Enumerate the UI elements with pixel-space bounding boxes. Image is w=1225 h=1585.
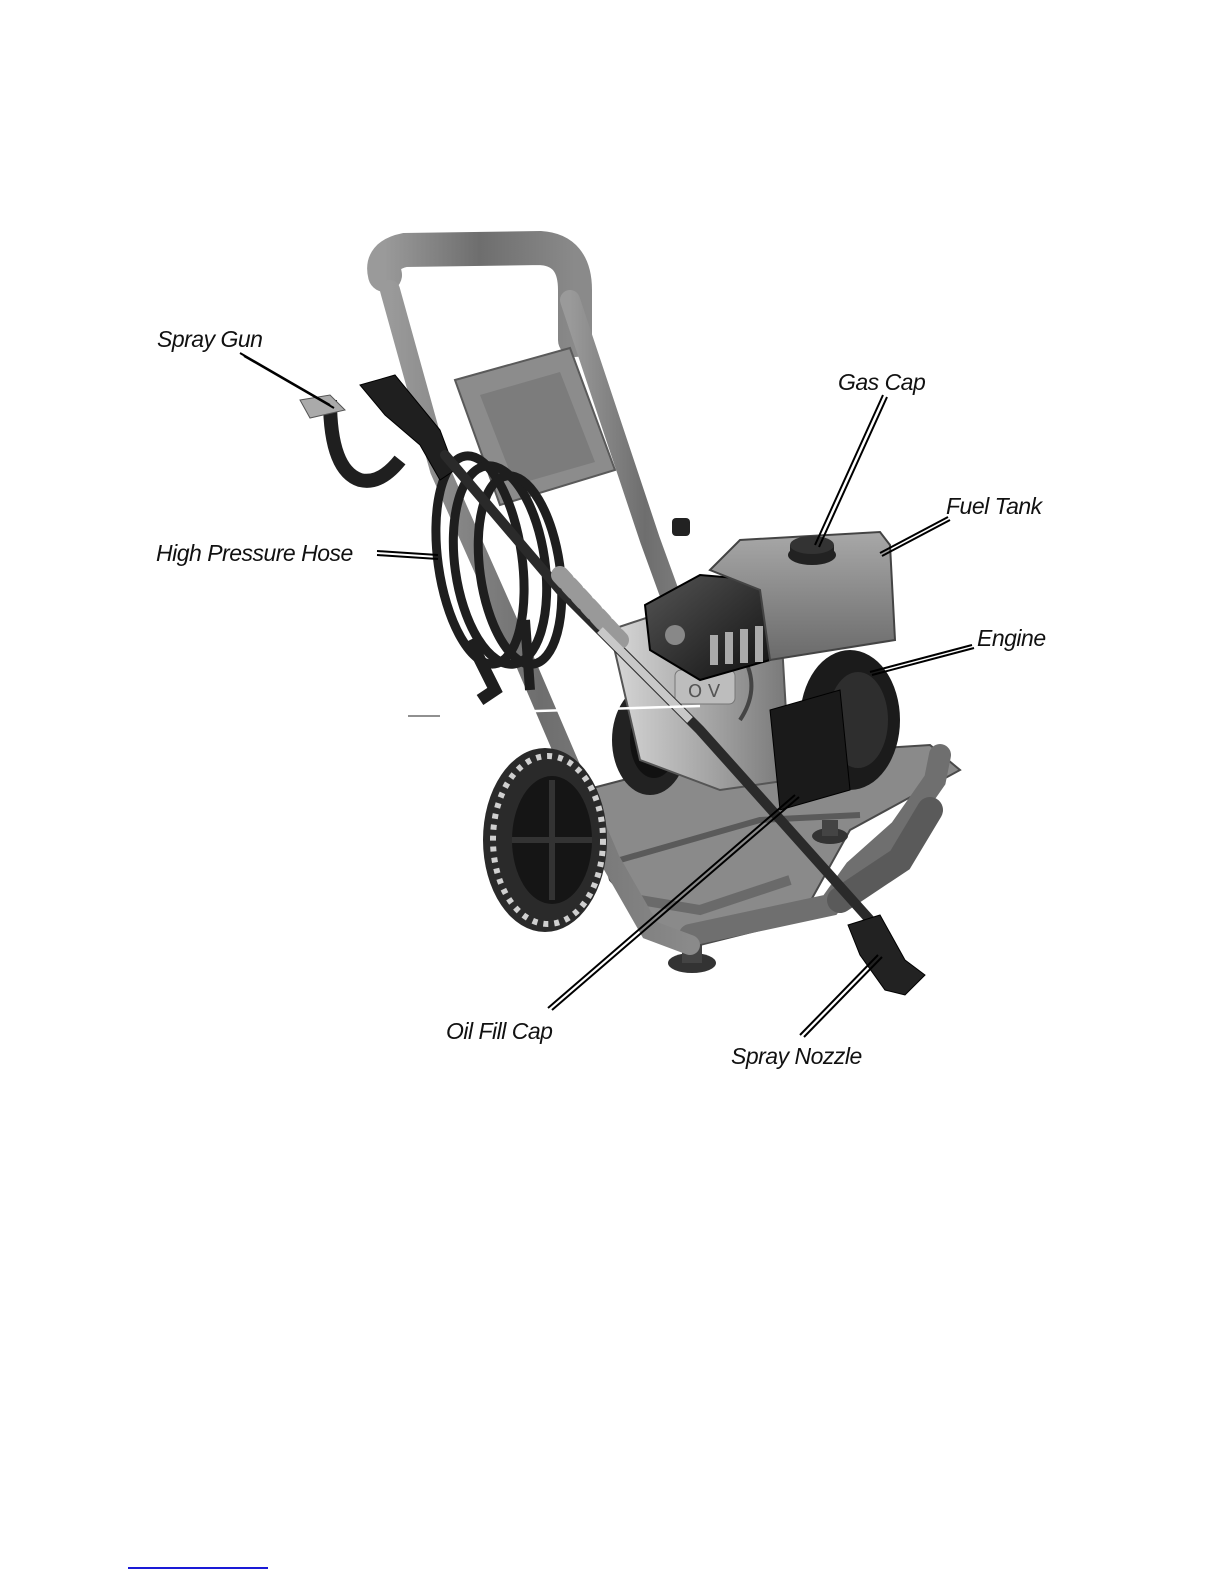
leader-nozzle — [800, 955, 878, 1035]
label-fuel-tank: Fuel Tank — [946, 493, 1042, 520]
label-engine: Engine — [977, 625, 1046, 652]
leader-engine-2 — [872, 648, 974, 675]
leader-gas-cap-2 — [819, 397, 887, 547]
footer-link-underline[interactable] — [128, 1567, 268, 1569]
label-spray-nozzle: Spray Nozzle — [731, 1043, 862, 1070]
leader-hose — [377, 551, 438, 555]
leader-spray-gun-2 — [244, 356, 334, 408]
leader-nozzle-2 — [804, 957, 882, 1037]
leader-fuel-tank — [880, 517, 948, 553]
leader-gas-cap — [815, 395, 883, 545]
label-gas-cap: Gas Cap — [838, 369, 925, 396]
leader-fuel-tank-2 — [882, 520, 950, 556]
label-high-pressure-hose: High Pressure Hose — [156, 540, 353, 567]
spray-gun-shape — [300, 375, 455, 481]
leader-hose-2 — [377, 555, 438, 559]
svg-text:O V: O V — [688, 681, 721, 702]
label-spray-gun: Spray Gun — [157, 326, 262, 353]
label-oil-fill-cap: Oil Fill Cap — [446, 1018, 552, 1045]
leader-engine — [870, 645, 972, 672]
rear-wheel — [483, 748, 607, 932]
